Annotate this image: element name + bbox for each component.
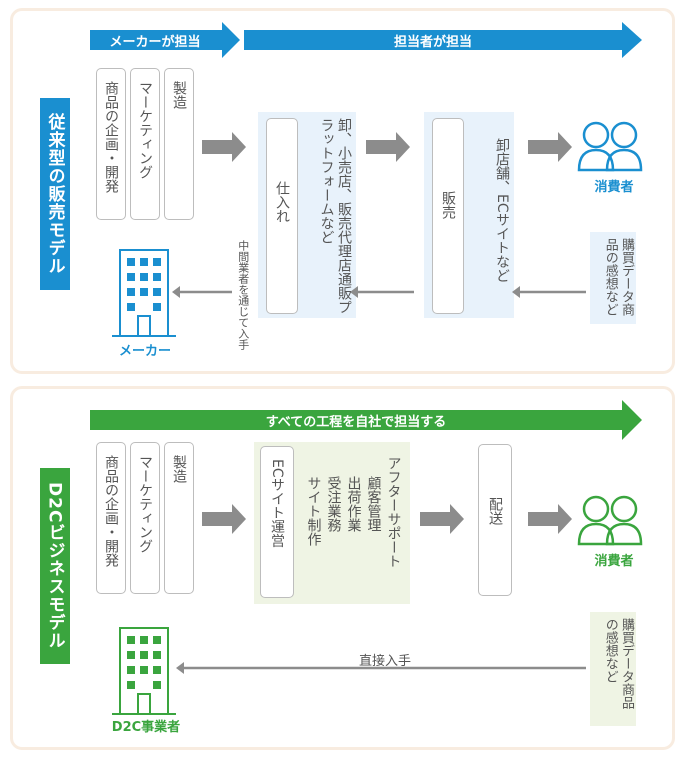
arrow-right-6: [528, 504, 572, 534]
banner-staff-arrow: [244, 22, 642, 58]
banner-maker-arrow: [90, 22, 240, 58]
step-manufacturing: 製造: [164, 68, 194, 220]
d2c-step-planning: 商品の企画・開発: [96, 442, 126, 594]
arrow-right-3: [528, 132, 572, 162]
person-pair-icon: [577, 121, 643, 172]
building-icon: [112, 249, 176, 337]
arrow-right-4: [202, 504, 246, 534]
banner-staff-label: 担当者が担当: [393, 35, 472, 50]
person-pair-icon-2: [577, 495, 643, 546]
sales-box: 販売: [432, 118, 464, 314]
banner-d2c-label: すべての工程を自社で担当する: [265, 415, 447, 430]
building-icon-2: [112, 627, 176, 715]
task-orders: 受注業務: [325, 476, 342, 532]
consumer-label: 消費者: [594, 180, 634, 195]
banner-maker-label: メーカーが担当: [109, 35, 201, 50]
retail-label: 卸店舗、ECサイトなど: [494, 138, 510, 283]
arrow-right-5: [420, 504, 464, 534]
task-site-build: サイト制作: [305, 476, 322, 546]
feedback-label: 購買データ商品の感想など: [602, 238, 634, 316]
task-customer-mgmt: 顧客管理: [365, 476, 382, 532]
maker-label: メーカー: [118, 344, 171, 359]
d2c-model-title: D2Cビジネスモデル: [40, 468, 70, 664]
purchase-box: 仕入れ: [266, 118, 298, 314]
ec-operation-box: ECサイト運営: [260, 446, 294, 598]
arrow-right-2: [366, 132, 410, 162]
wholesale-label: 卸、小売店、販売代理店通販プラットフォームなど: [318, 118, 353, 314]
banner-d2c-arrow: [90, 400, 642, 440]
feedback-bg-2: [590, 612, 636, 726]
feedback-bg-1: [590, 232, 636, 324]
step-planning: 商品の企画・開発: [96, 68, 126, 220]
intermediary-note: 中間業者を通じて入手: [236, 240, 250, 350]
delivery-box: 配送: [478, 444, 512, 596]
d2c-step-marketing: マーケティング: [130, 442, 160, 594]
task-after-support: アフターサポート: [385, 456, 402, 568]
traditional-model-title: 従来型の販売モデル: [40, 98, 70, 290]
task-shipping: 出荷作業: [345, 476, 362, 532]
direct-label: 直接入手: [358, 654, 411, 669]
arrow-right-1: [202, 132, 246, 162]
d2c-company-label: D2C事業者: [111, 720, 181, 735]
d2c-step-manufacturing: 製造: [164, 442, 194, 594]
feedback-label-2: 購買データ商品の感想など: [602, 618, 634, 709]
consumer-label-2: 消費者: [594, 554, 634, 569]
step-marketing: マーケティング: [130, 68, 160, 220]
